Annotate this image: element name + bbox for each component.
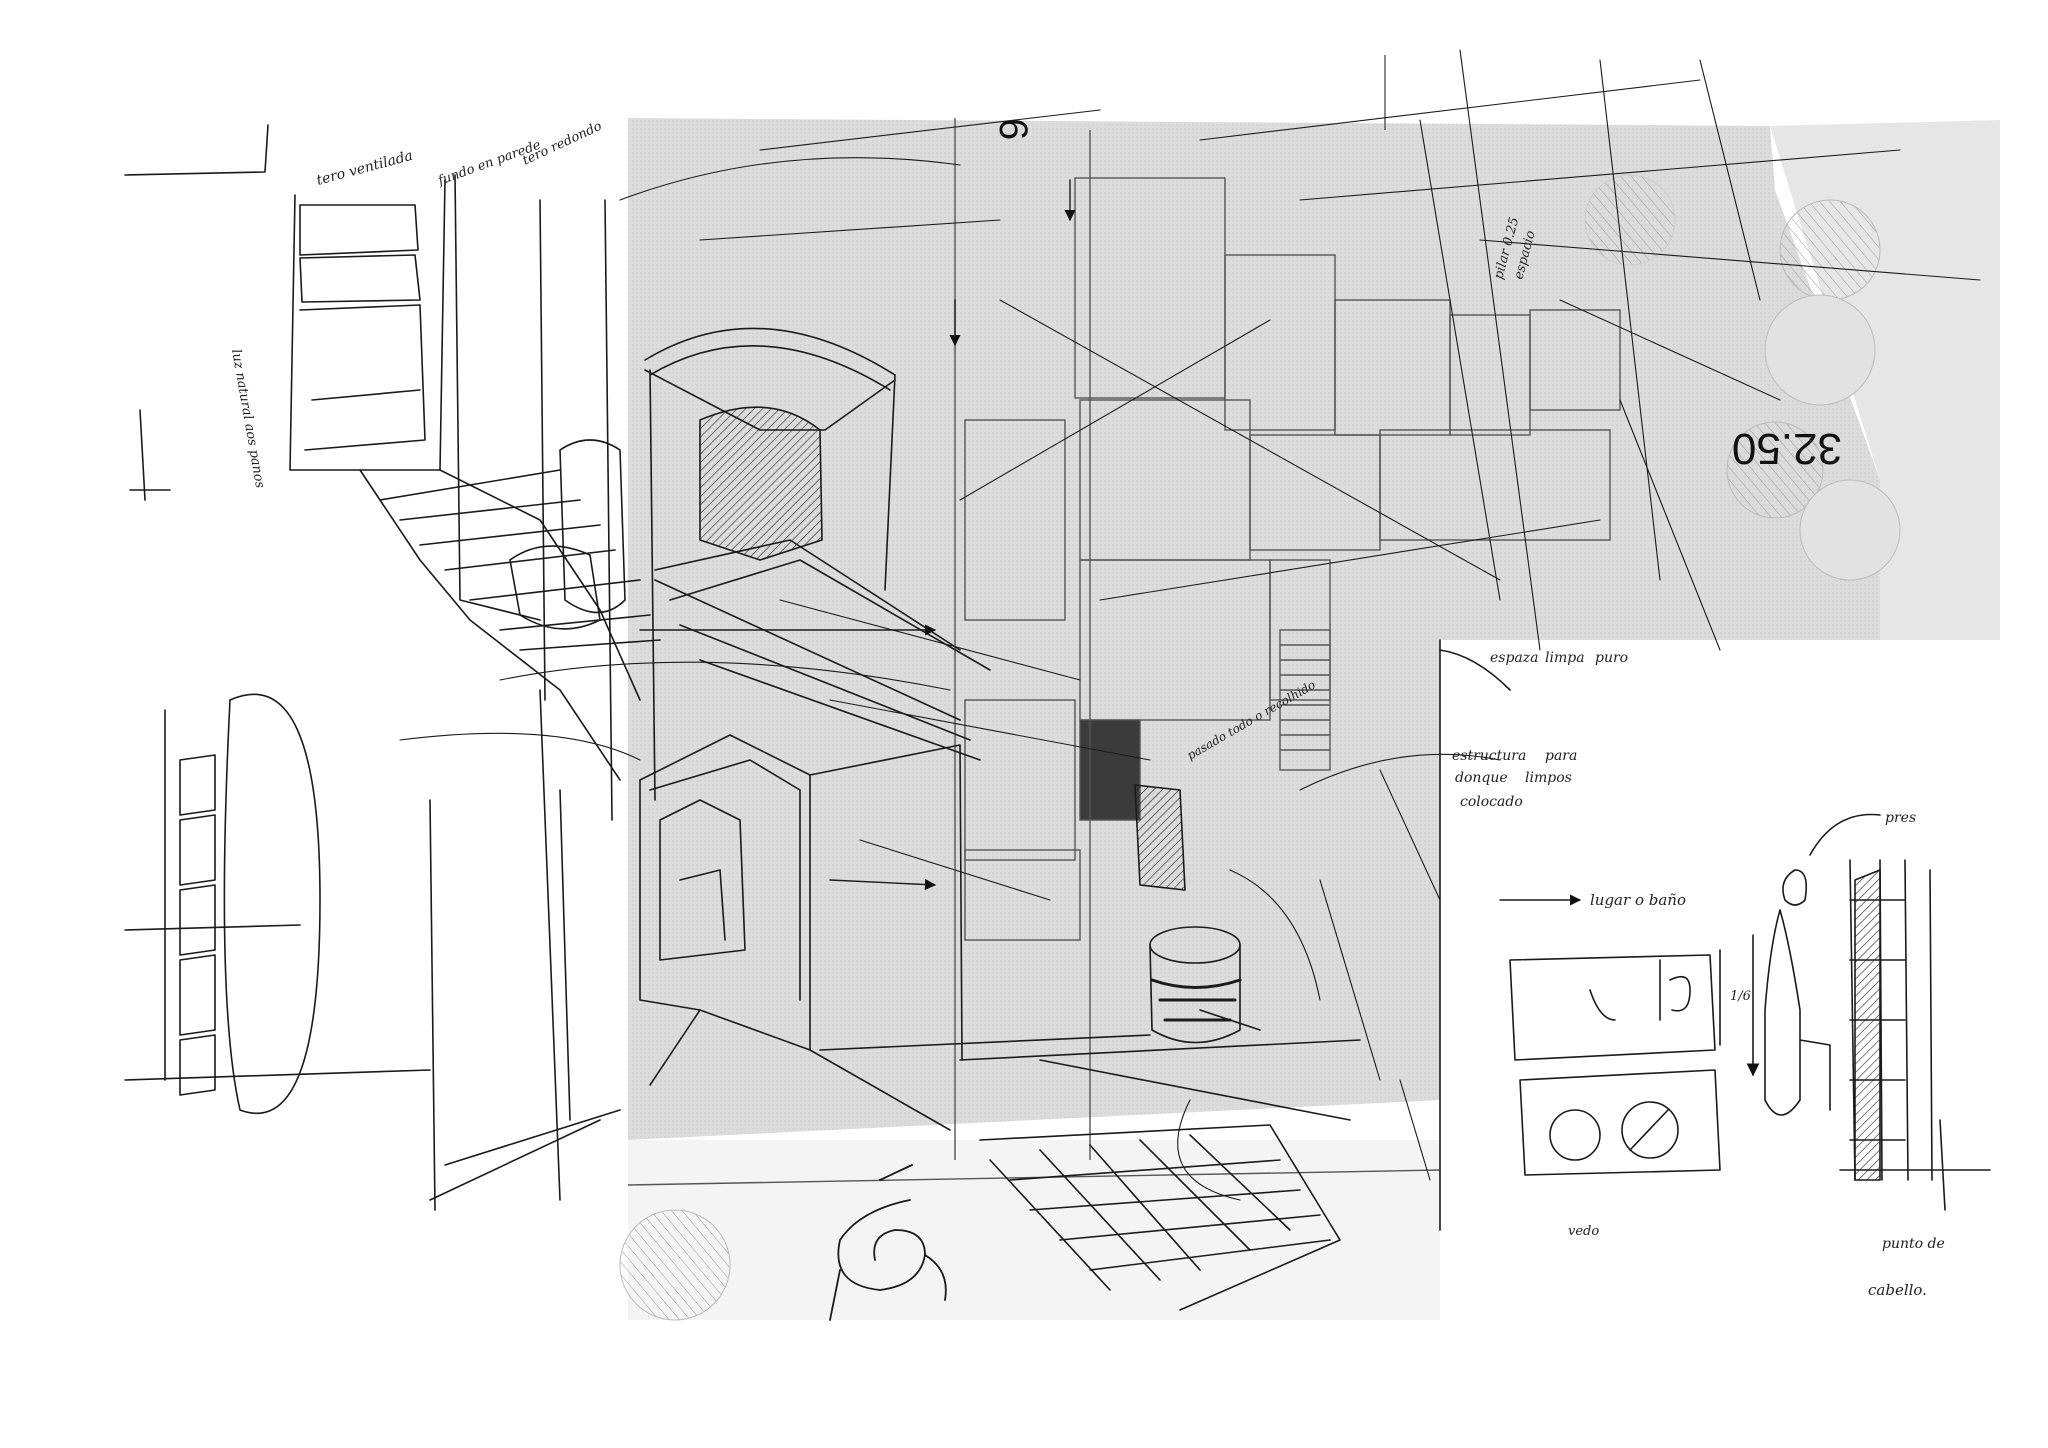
- detail-sketches: [1439, 639, 1991, 1231]
- round-basin: [1134, 784, 1242, 1044]
- grid-marker: 6: [991, 118, 1035, 140]
- floor-grid: [979, 1124, 1341, 1311]
- note-right-mid-6: donque: [1455, 770, 1508, 786]
- tree-circle: [1726, 421, 1824, 519]
- garage-perspective: [639, 734, 1361, 1131]
- tree-circle: [1584, 174, 1676, 266]
- note-right-mid-3: puro: [1595, 650, 1628, 666]
- note-right-far-1: pres: [1885, 810, 1916, 826]
- note-right-mid-2: limpa: [1545, 650, 1585, 666]
- note-right-bottom-1: punto de: [1882, 1236, 1945, 1252]
- note-right-detail: lugar o baño: [1590, 891, 1686, 909]
- construction-lines: [399, 49, 1981, 1201]
- bathroom-perspective: [124, 124, 661, 821]
- note-right-mid-8: colocado: [1460, 794, 1523, 810]
- tree-circle: [1764, 294, 1876, 406]
- level-marker: 32.50: [1732, 424, 1842, 473]
- note-right-mid-7: limpos: [1525, 770, 1572, 786]
- stair: [1279, 629, 1331, 771]
- tree-circle: [1779, 199, 1881, 301]
- vaulted-room: [644, 327, 991, 801]
- ink-sketch: [124, 49, 1991, 1321]
- curtain-wardrobe: [124, 689, 621, 1211]
- note-right-mid-4: estructura: [1452, 748, 1526, 764]
- note-bottom-small: vedo: [1568, 1224, 1599, 1239]
- tree-circle: [1799, 479, 1901, 581]
- arrow-right-icon: [639, 179, 1582, 906]
- tree-circle: [619, 1209, 731, 1321]
- note-right-bottom-2: cabello.: [1868, 1281, 1927, 1299]
- plan-underlay: [619, 118, 2000, 1321]
- note-right-mid-1: espaza: [1490, 650, 1539, 666]
- note-dim-label: 1/6: [1730, 989, 1751, 1004]
- note-right-mid-5: para: [1545, 748, 1577, 764]
- spiral-north-icon: [829, 1164, 947, 1321]
